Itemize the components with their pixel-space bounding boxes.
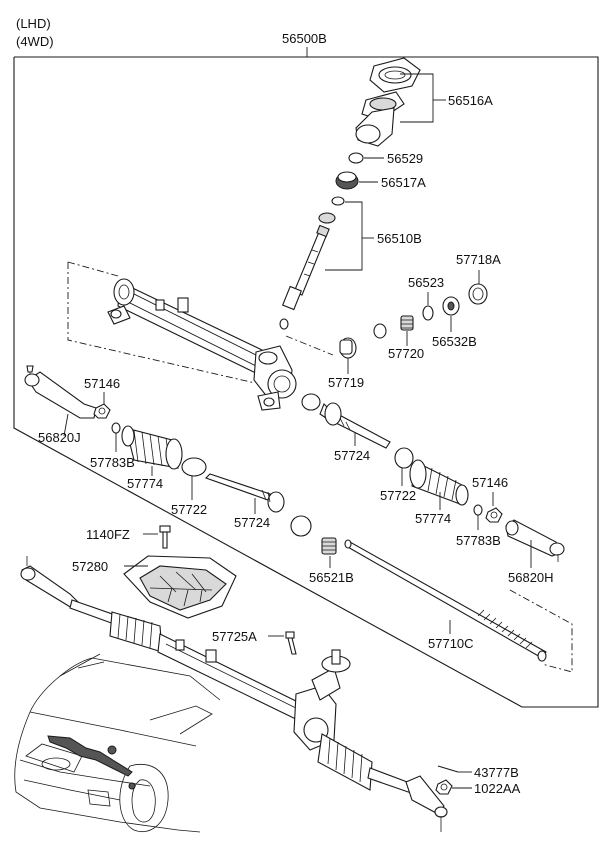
label-1022AA: 1022AA [474,781,521,796]
seal-56529 [348,152,364,164]
label-57720: 57720 [388,346,424,361]
tie-rod-end-56820J [24,365,97,419]
label-57783B-left: 57783B [90,455,135,470]
label-56521B: 56521B [309,570,354,585]
label-56500B: 56500B [282,31,327,46]
label-57146-right: 57146 [472,475,508,490]
clamp-57722-left [181,457,207,477]
ring-57720b [373,323,387,339]
assembled-rack-lower [20,556,448,832]
label-57774-left: 57774 [127,476,163,491]
label-57722-right: 57722 [380,488,416,503]
label-57724-upper: 57724 [334,448,370,463]
pinion-56510B [279,196,345,330]
label-56820J: 56820J [38,430,81,445]
spring-57720 [400,315,414,331]
ring-upper-left [301,393,321,411]
nut-1022AA [435,779,453,795]
label-57146-left: 57146 [84,376,120,391]
header-lhd: (LHD) [16,16,51,31]
clip-57783B-left [111,422,121,434]
label-57783B-right: 57783B [456,533,501,548]
label-57718A: 57718A [456,252,501,267]
dash-top-housing [67,261,119,277]
rack-housing [107,278,297,411]
dash-pinion-housing [285,335,334,356]
pin-43777B [437,765,459,773]
ring-lower-right [290,515,312,537]
label-43777B: 43777B [474,765,519,780]
label-56523: 56523 [408,275,444,290]
label-56532B: 56532B [432,334,477,349]
nut-57146-right [485,507,503,523]
dash-rack [509,589,573,673]
boot-57774-left [121,425,183,470]
label-56517A: 56517A [381,175,426,190]
bolt-1140FZ [159,525,171,549]
label-56820H: 56820H [508,570,554,585]
plug-56532B [442,296,460,316]
label-57280: 57280 [72,559,108,574]
skid-plate-57280 [123,555,237,619]
assembly-frame [13,56,599,708]
inner-tie-rod-57724-lower [204,473,285,513]
rack-bar-57710C [344,539,547,662]
gear-56521B [321,537,337,555]
plug-56517A [335,171,359,190]
label-57774-right: 57774 [415,511,451,526]
label-56510B: 56510B [377,231,422,246]
label-57710C: 57710C [428,636,474,651]
header-4wd: (4WD) [16,34,54,49]
label-57719: 57719 [328,375,364,390]
tie-rod-end-56820H [505,519,565,562]
nut-57146-left [93,403,111,419]
clamp-57722-right [394,447,414,469]
dust-cover-56516A [355,57,421,147]
label-56516A: 56516A [448,93,493,108]
clip-57783B-right [473,504,483,516]
label-57725A: 57725A [212,629,257,644]
yoke-57719 [339,337,357,359]
bracket-56516A [400,73,434,123]
label-1140FZ: 1140FZ [86,527,130,542]
label-57722-left: 57722 [171,502,207,517]
dash-left-housing [67,262,256,384]
leader-56820J [63,413,69,437]
label-57724-lower: 57724 [234,515,270,530]
ring-56523 [422,305,434,321]
bolt-57725A [285,631,297,655]
boot-57774-right [409,459,469,506]
seal-57718A [468,283,488,305]
label-56529: 56529 [387,151,423,166]
bracket-56510B [325,201,363,271]
inner-tie-rod-57724-upper [319,402,391,449]
vehicle-illustration [14,653,221,833]
